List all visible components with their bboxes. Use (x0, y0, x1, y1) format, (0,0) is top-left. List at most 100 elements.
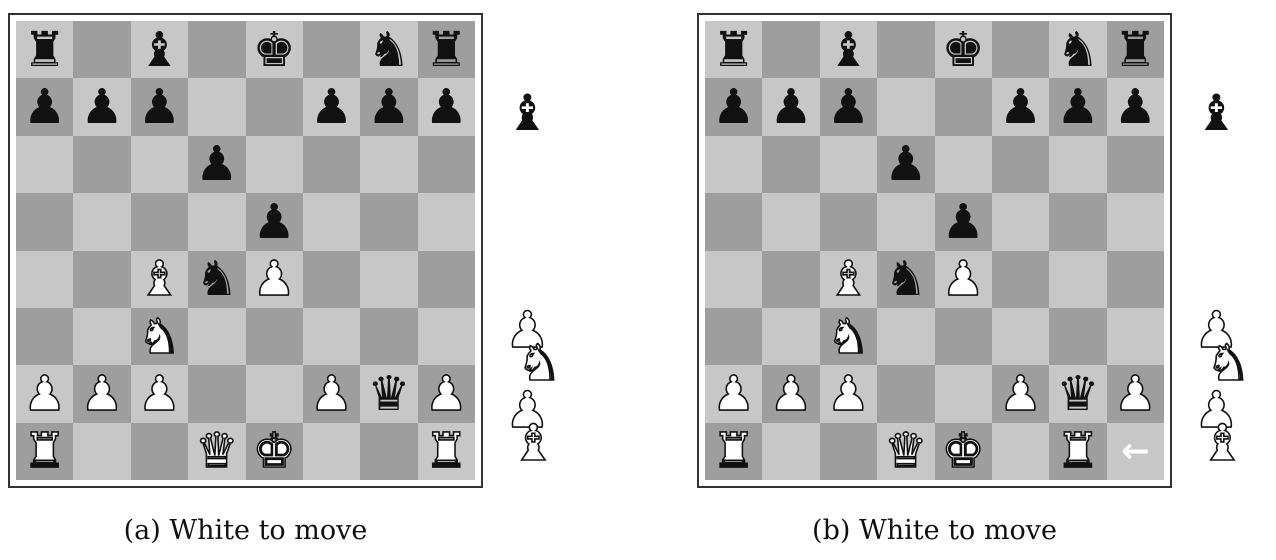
square-b7: ♟ (73, 78, 131, 136)
square-d5 (877, 193, 935, 251)
square-d3 (877, 307, 935, 366)
square-f7: ♟ (991, 78, 1050, 136)
square-d1: ♛ (188, 422, 246, 480)
square-e3 (934, 307, 992, 366)
black-pawn-icon: ♟ (424, 79, 468, 136)
square-h3 (417, 307, 475, 366)
square-e7 (245, 78, 303, 136)
square-e6 (934, 135, 992, 194)
white-pawn-icon: ♟ (1113, 365, 1158, 422)
square-h6 (1106, 135, 1164, 194)
white-pawn-icon: ♟ (998, 365, 1043, 422)
square-e5: ♟ (245, 193, 303, 251)
black-bishop-icon: ♝ (826, 21, 870, 78)
square-d4: ♞ (877, 250, 935, 308)
black-queen-icon: ♛ (1056, 365, 1100, 422)
square-e6 (245, 135, 303, 194)
square-f8 (991, 21, 1050, 79)
black-pawn-icon: ♟ (1056, 79, 1100, 136)
square-h7: ♟ (417, 78, 475, 136)
square-h3 (1106, 307, 1164, 366)
square-b1 (762, 422, 820, 480)
white-rook-icon: ♜ (711, 423, 756, 480)
square-a7: ♟ (16, 78, 74, 136)
square-a3 (16, 307, 74, 366)
square-g5 (1049, 193, 1107, 251)
square-a4 (705, 250, 763, 308)
square-g3 (360, 307, 418, 366)
white-pawn-icon: ♟ (711, 365, 756, 422)
black-king-icon: ♚ (941, 21, 985, 78)
square-d3 (188, 307, 246, 366)
square-c7: ♟ (819, 78, 878, 136)
square-h8: ♜ (417, 21, 475, 79)
square-a6 (16, 135, 74, 194)
square-b4 (73, 250, 131, 308)
square-c2: ♟ (130, 365, 189, 423)
black-pawn-icon: ♟ (999, 79, 1043, 136)
square-g4 (360, 250, 418, 308)
square-h1: ♜ (417, 422, 475, 480)
white-rook-icon: ♜ (1056, 423, 1101, 480)
square-f3 (302, 307, 361, 366)
square-e2 (245, 365, 303, 423)
captured-white-knight-icon: ♞ (1205, 334, 1251, 392)
square-f5 (302, 193, 361, 251)
captured-white-pawn-icon: ♟ (504, 301, 550, 359)
black-pawn-icon: ♟ (80, 79, 124, 136)
captured-white-bishop-icon: ♝ (1199, 414, 1245, 472)
square-e4: ♟ (934, 250, 992, 308)
square-c5 (130, 193, 189, 251)
square-h2: ♟ (1106, 365, 1164, 423)
chess-board-b: ♜♝♚♞♜♟♟♟♟♟♟♟♟♝♞♟♞♟♟♟♟♛♟♜♛♚♜← (705, 21, 1164, 480)
square-f7: ♟ (302, 78, 361, 136)
square-g2: ♛ (360, 365, 418, 423)
white-bishop-icon: ♝ (826, 251, 871, 308)
board-b-frame: ♜♝♚♞♜♟♟♟♟♟♟♟♟♝♞♟♞♟♟♟♟♛♟♜♛♚♜← (697, 13, 1172, 488)
white-knight-icon: ♞ (137, 308, 182, 365)
square-e4: ♟ (245, 250, 303, 308)
square-c7: ♟ (130, 78, 189, 136)
black-pawn-icon: ♟ (826, 79, 870, 136)
square-f4 (302, 250, 361, 308)
square-b3 (73, 307, 131, 366)
square-h1: ← (1106, 422, 1164, 480)
square-d4: ♞ (188, 250, 246, 308)
square-c5 (819, 193, 878, 251)
square-b8 (73, 21, 131, 79)
square-a6 (705, 135, 763, 194)
move-arrow-icon: ← (1121, 431, 1150, 472)
black-pawn-icon: ♟ (884, 136, 928, 193)
square-d8 (188, 21, 246, 79)
square-c4: ♝ (130, 250, 189, 308)
square-g8: ♞ (360, 21, 418, 79)
square-c8: ♝ (819, 21, 878, 79)
black-pawn-icon: ♟ (23, 79, 67, 136)
square-a7: ♟ (705, 78, 763, 136)
square-g4 (1049, 250, 1107, 308)
square-g8: ♞ (1049, 21, 1107, 79)
square-g7: ♟ (360, 78, 418, 136)
square-a3 (705, 307, 763, 366)
black-pawn-icon: ♟ (137, 79, 181, 136)
white-queen-icon: ♛ (194, 423, 239, 480)
square-f6 (302, 135, 361, 194)
square-b2: ♟ (73, 365, 131, 423)
square-c6 (819, 135, 878, 194)
square-b6 (762, 135, 820, 194)
square-h8: ♜ (1106, 21, 1164, 79)
captured-white-pawn-icon: ♟ (1193, 301, 1239, 359)
square-g6 (360, 135, 418, 194)
square-g3 (1049, 307, 1107, 366)
square-a2: ♟ (705, 365, 763, 423)
black-pawn-icon: ♟ (252, 193, 296, 250)
black-pawn-icon: ♟ (195, 136, 239, 193)
white-queen-icon: ♛ (883, 423, 928, 480)
white-rook-icon: ♜ (22, 423, 67, 480)
square-h4 (1106, 250, 1164, 308)
black-knight-icon: ♞ (1056, 21, 1100, 78)
square-d6: ♟ (877, 135, 935, 194)
black-pawn-icon: ♟ (310, 79, 354, 136)
square-f2: ♟ (991, 365, 1050, 423)
square-c3: ♞ (130, 307, 189, 366)
